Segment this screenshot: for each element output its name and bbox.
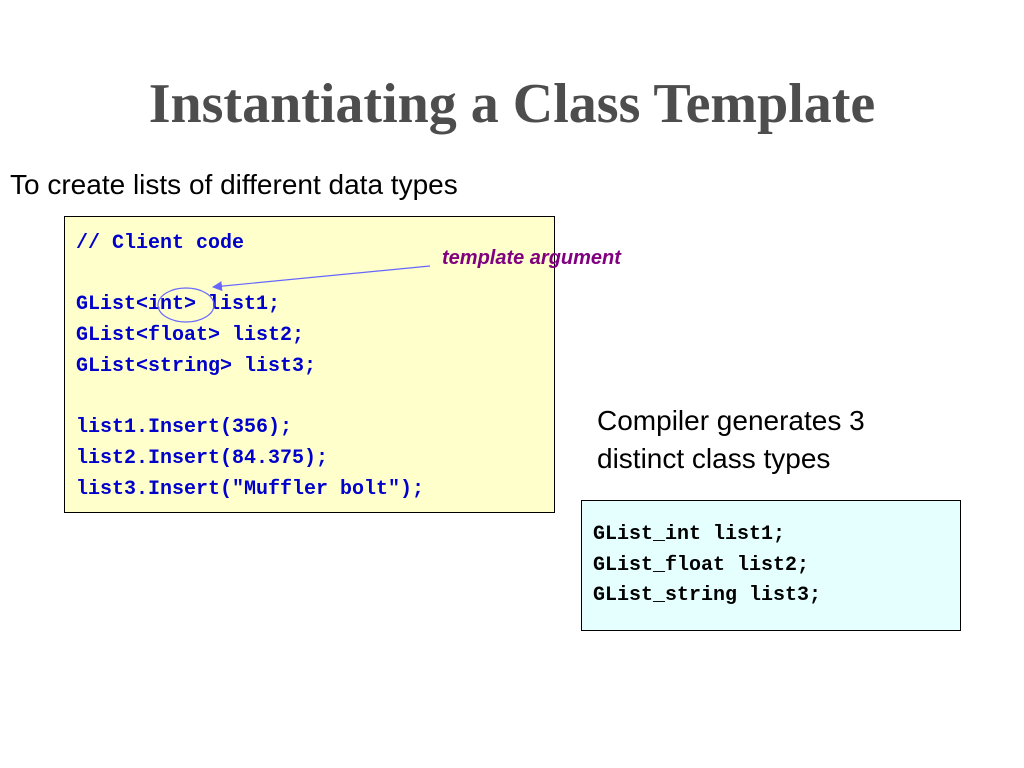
client-code-line: [76, 382, 554, 413]
client-code-line: list2.Insert(84.375);: [76, 446, 329, 470]
client-code-line: GList<string> list3;: [76, 354, 317, 378]
generated-code-line: GList_string list3;: [593, 584, 822, 607]
compiler-note: Compiler generates 3 distinct class type…: [597, 402, 865, 478]
client-code-line: list1.Insert(356);: [76, 416, 293, 440]
generated-code-line: GList_int list1;: [593, 523, 786, 546]
slide-title: Instantiating a Class Template: [148, 73, 876, 135]
client-code-line: // Client code: [76, 232, 245, 255]
template-argument-label: template argument: [442, 247, 621, 269]
slide-subtitle: To create lists of different data types: [10, 169, 458, 200]
client-code-line: list3.Insert("Muffler bolt");: [76, 477, 425, 501]
generated-code-line: GList_float list2;: [593, 553, 810, 577]
client-code-line: GList<int> list1;: [76, 293, 281, 317]
generated-code-box: GList_int list1; GList_float list2; GList_…: [581, 500, 961, 631]
client-code-line: GList<float> list2;: [76, 324, 305, 348]
compiler-note-line: Compiler generates 3: [597, 405, 865, 436]
compiler-note-line: distinct class types: [597, 443, 831, 474]
